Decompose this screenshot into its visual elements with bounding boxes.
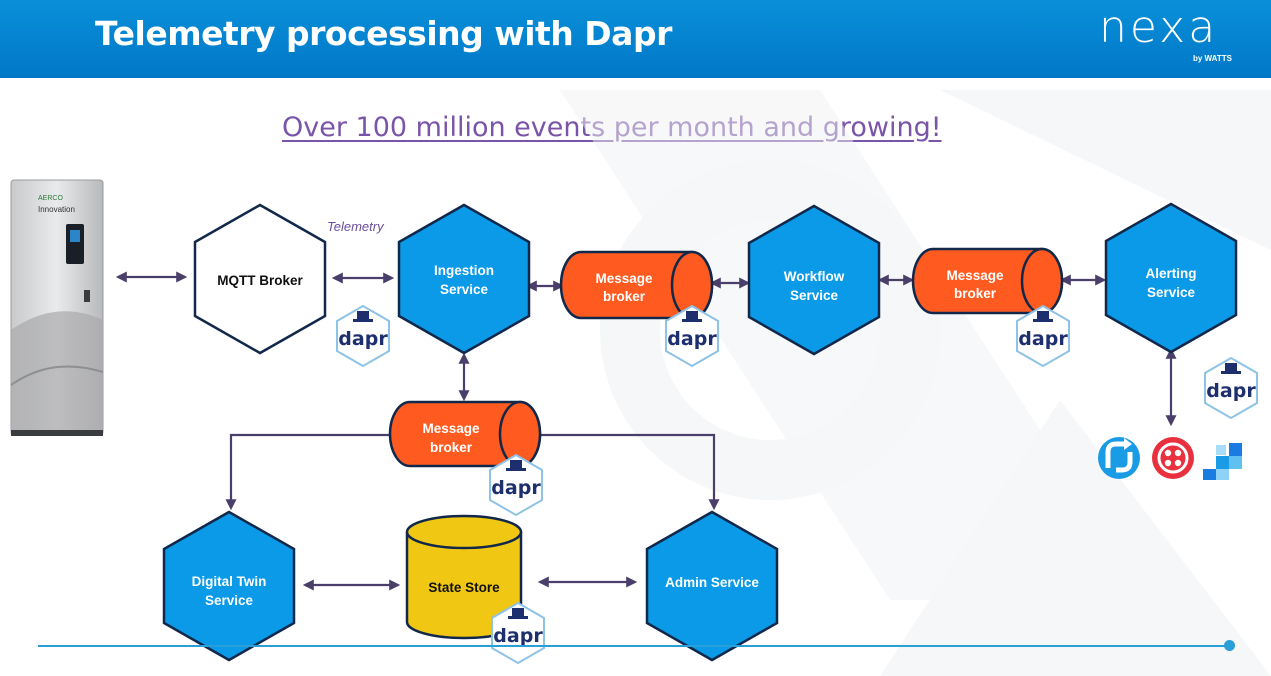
digital-twin-label-line2: Service [205, 593, 254, 608]
broker2-label-line2: broker [954, 286, 997, 301]
dapr-badge-mqtt: dapr [336, 305, 390, 367]
mqtt-broker-label: MQTT Broker [217, 273, 303, 288]
message-broker-3: Message broker [388, 400, 542, 468]
logo-sub: by WATTS [1193, 54, 1232, 63]
workflow-label-line1: Workflow [784, 269, 845, 284]
ingestion-service-node: Ingestion Service [397, 203, 531, 355]
dapr-badge-broker1-text: dapr [667, 328, 717, 350]
telemetry-edge-label: Telemetry [327, 219, 385, 234]
broker1-label-line1: Message [595, 271, 653, 286]
message-broker-1: Message broker [559, 250, 714, 320]
alerting-label-line1: Alerting [1145, 266, 1196, 281]
footer-dot [1224, 640, 1235, 651]
logo-word: nexa [1099, 2, 1219, 53]
twilio-icon [1152, 437, 1194, 479]
broker3-label-line1: Message [422, 421, 480, 436]
nexa-logo: nexa by WATTS [1095, 2, 1245, 68]
state-store-label: State Store [428, 580, 500, 595]
dapr-badge-alerting-text: dapr [1206, 380, 1256, 402]
admin-service-node: Admin Service [645, 510, 779, 662]
broker1-label-line2: broker [603, 289, 646, 304]
mqtt-broker-node: MQTT Broker [193, 203, 327, 355]
dapr-badge-broker3: dapr [489, 454, 543, 516]
dapr-badge-state-store: dapr [491, 602, 545, 664]
admin-label: Admin Service [665, 575, 759, 590]
alerting-label-line2: Service [1147, 285, 1196, 300]
state-store-node: State Store [405, 514, 523, 640]
dapr-badge-broker2: dapr [1016, 305, 1070, 367]
footer-line [38, 645, 1230, 647]
ingestion-label-line1: Ingestion [434, 263, 494, 278]
dapr-badge-mqtt-text: dapr [338, 328, 388, 350]
device-label: Innovation [38, 205, 75, 214]
boiler-device-image: AERCO Innovation [10, 179, 104, 436]
digital-twin-service-node: Digital Twin Service [162, 510, 296, 662]
ingestion-label-line2: Service [440, 282, 489, 297]
dapr-badge-broker3-text: dapr [491, 477, 541, 499]
workflow-label-line2: Service [790, 288, 839, 303]
slide-title: Telemetry processing with Dapr [95, 14, 672, 53]
header-bar: Telemetry processing with Dapr nexa by W… [0, 0, 1271, 78]
dapr-badge-state-store-text: dapr [493, 625, 543, 647]
broker-admin-link [540, 433, 720, 511]
dapr-badge-broker2-text: dapr [1018, 328, 1068, 350]
workflow-service-node: Workflow Service [747, 204, 881, 356]
alerting-service-node: Alerting Service [1104, 202, 1238, 354]
message-broker-2: Message broker [911, 247, 1064, 315]
digital-twin-label-line1: Digital Twin [192, 574, 267, 589]
dapr-badge-alerting: dapr [1204, 357, 1258, 419]
pixel-squares-icon [1203, 443, 1242, 480]
broker-digitaltwin-link [225, 433, 390, 511]
background-watermark [560, 90, 1271, 676]
connectors [115, 271, 1177, 591]
refresh-arrow-icon [1098, 437, 1140, 479]
device-brand: AERCO [38, 195, 63, 202]
broker2-label-line1: Message [946, 268, 1004, 283]
broker3-label-line2: broker [430, 440, 473, 455]
dapr-badge-broker1: dapr [665, 305, 719, 367]
